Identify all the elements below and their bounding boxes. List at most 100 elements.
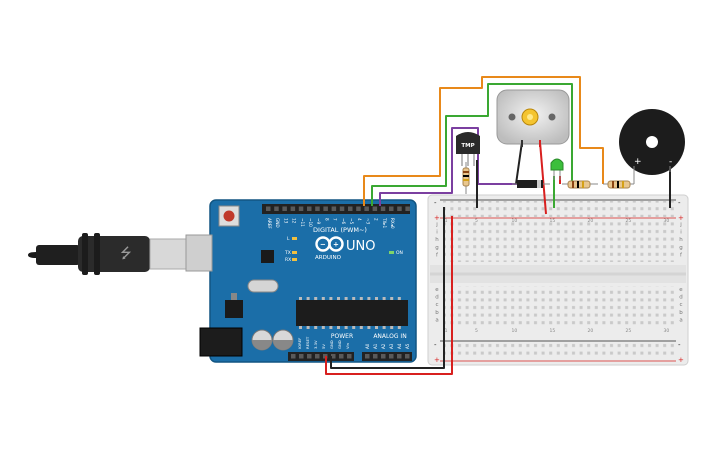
digital-header-hole[interactable] [282, 206, 287, 212]
resistor-led [562, 180, 598, 189]
power-header-hole[interactable] [291, 354, 296, 359]
top-rail-plus-left: + [434, 214, 440, 222]
crystal [247, 279, 279, 293]
top-rail-minus-left: - [434, 199, 437, 207]
analog-header-hole[interactable] [373, 354, 378, 359]
digital-header-hole[interactable] [389, 206, 394, 212]
chip-pin [359, 326, 363, 329]
digital-header-hole[interactable] [356, 206, 361, 212]
digital-header-hole[interactable] [315, 206, 320, 212]
uno-label: UNO [346, 239, 375, 254]
wires [325, 76, 671, 375]
row-letter: d [679, 295, 683, 301]
power-pin-label: 5V [321, 344, 326, 349]
terminal-strip-top [443, 222, 675, 262]
column-number: 10 [512, 328, 518, 334]
chip-pin [314, 326, 318, 329]
column-number: 25 [626, 328, 632, 334]
digital-header-hole[interactable] [266, 206, 271, 212]
chip-pin [321, 297, 325, 300]
wire-purple[interactable] [379, 127, 517, 206]
digital-header-hole[interactable] [290, 206, 296, 212]
resistor-sensor [462, 162, 470, 194]
power-header-hole[interactable] [315, 354, 320, 359]
chip-pin [390, 297, 394, 300]
dc-motor [496, 89, 570, 147]
top-rail-plus-right: + [678, 214, 684, 222]
analog-header-hole[interactable] [381, 354, 386, 359]
power-pin-label: 3.3V [313, 340, 318, 349]
analog-header-hole[interactable] [405, 354, 410, 359]
row-letter: h [679, 237, 683, 243]
row-letter: f [436, 252, 439, 258]
bottom-rail-minus-right: - [678, 341, 681, 349]
arduino-logo: − + [315, 236, 344, 252]
digital-header-hole[interactable] [348, 206, 353, 212]
chip-pin [321, 326, 325, 329]
bottom-rail-plus-right: + [678, 356, 684, 364]
digital-header-hole[interactable] [405, 206, 410, 212]
power-header-hole[interactable] [299, 354, 304, 359]
analog-header-hole[interactable] [365, 354, 370, 359]
digital-header-hole[interactable] [331, 206, 337, 212]
analog-pin-label: A5 [405, 343, 410, 349]
digital-pin-label: 13 [283, 218, 288, 224]
wire-orange[interactable] [363, 76, 604, 206]
power-header-hole[interactable] [339, 354, 344, 359]
row-letter: h [435, 237, 439, 243]
wire-green[interactable] [371, 83, 573, 206]
wire-black-motor[interactable] [515, 141, 523, 185]
power-header-hole[interactable] [331, 354, 336, 359]
column-number: 20 [588, 218, 594, 224]
svg-text:+: + [333, 241, 339, 249]
wire-red-power[interactable] [325, 216, 453, 375]
l-led [292, 237, 297, 240]
digital-header-hole[interactable] [339, 206, 345, 212]
digital-header-hole[interactable] [307, 206, 312, 212]
digital-header-hole[interactable] [397, 206, 402, 212]
chip-pin [352, 297, 356, 300]
chip-pin [329, 297, 333, 300]
power-header-hole[interactable] [347, 354, 352, 359]
tx-led [292, 251, 297, 254]
digital-header-hole[interactable] [274, 206, 279, 212]
tx-led-label: TX [284, 250, 291, 256]
chip-pin [397, 297, 401, 300]
analog-header-hole[interactable] [389, 354, 394, 359]
column-number: 15 [550, 328, 556, 334]
chip-pin [299, 326, 302, 329]
chip-pin [299, 297, 302, 300]
digital-pin-label: ~6 [341, 218, 346, 225]
digital-header-hole[interactable] [364, 206, 369, 212]
rx-led-label: RX [285, 257, 291, 263]
reset-button[interactable] [223, 210, 235, 222]
top-rail-minus-right: - [678, 199, 681, 207]
row-letter: c [435, 302, 438, 308]
wire-red-motor[interactable] [539, 141, 547, 215]
chip-pin [375, 297, 378, 300]
digital-header-hole[interactable] [298, 206, 304, 212]
digital-header-hole[interactable] [372, 206, 378, 212]
row-letter: j [679, 222, 682, 228]
chip-pin [397, 326, 401, 329]
row-letter: g [435, 245, 439, 251]
row-letter: c [679, 302, 682, 308]
chip-pin [337, 326, 340, 329]
digital-header-hole[interactable] [380, 206, 386, 212]
row-letter: i [436, 230, 438, 236]
analog-in-label: ANALOG IN [373, 333, 406, 340]
piezo-buzzer: + - [619, 109, 685, 175]
buzzer-minus-label: - [669, 157, 672, 167]
digital-pin-label: 7 [333, 218, 338, 221]
chip-pin [390, 326, 394, 329]
column-number: 10 [512, 218, 518, 224]
svg-text:−: − [320, 241, 326, 249]
wire-black-ground[interactable] [330, 207, 445, 369]
power-header-hole[interactable] [307, 354, 312, 359]
digital-header-hole[interactable] [323, 206, 328, 212]
bottom-power-rail [443, 343, 675, 359]
analog-header-hole[interactable] [397, 354, 402, 359]
chip-pin [352, 326, 356, 329]
